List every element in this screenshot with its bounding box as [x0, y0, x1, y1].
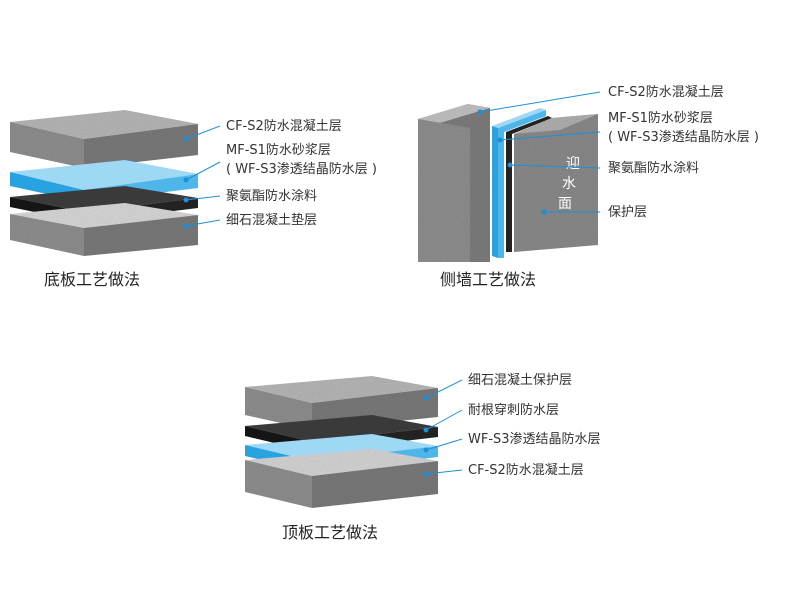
wall-blue-top — [492, 108, 546, 128]
floor-cushion-slab — [10, 203, 198, 256]
wall-protective-layer — [514, 114, 598, 252]
wall-vertical-char-2: 水 — [562, 176, 576, 192]
floor-concrete-slab — [10, 110, 198, 168]
roof-label-protective: 细石混凝土保护层 — [468, 372, 572, 388]
floor-label-crystal: ( WF-S3渗透结晶防水层 ) — [226, 161, 377, 177]
wall-vertical-char-1: 迎 — [566, 156, 580, 172]
wall-blue-layer — [492, 126, 498, 258]
roof-concrete-slab — [245, 449, 438, 508]
wall-coating-layer — [506, 116, 552, 252]
floor-diagram: CF-S2防水混凝土层 MF-S1防水砂浆层 ( WF-S3渗透结晶防水层 ) … — [10, 110, 377, 289]
wall-label-crystal: ( WF-S3渗透结晶防水层 ) — [608, 129, 759, 145]
floor-label-concrete: CF-S2防水混凝土层 — [226, 118, 342, 134]
wall-blue-face — [498, 110, 546, 258]
wall-concrete — [418, 104, 490, 262]
roof-leaders — [423, 379, 463, 477]
wall-leaders — [477, 91, 601, 215]
roof-label-crystal: WF-S3渗透结晶防水层 — [468, 431, 601, 447]
wall-label-coating: 聚氨酯防水涂料 — [608, 160, 699, 176]
floor-label-mortar: MF-S1防水砂浆层 — [226, 142, 331, 158]
roof-diagram: 细石混凝土保护层 耐根穿刺防水层 WF-S3渗透结晶防水层 CF-S2防水混凝土… — [245, 372, 601, 542]
floor-label-cushion: 细石混凝土垫层 — [226, 212, 317, 228]
floor-label-coating: 聚氨酯防水涂料 — [226, 188, 317, 204]
floor-leaders — [183, 125, 221, 229]
wall-vertical-char-3: 面 — [558, 196, 572, 212]
floor-caption: 底板工艺做法 — [44, 270, 140, 289]
wall-diagram: 迎 水 面 CF-S2防水混凝土层 MF-S1防水砂浆层 ( WF-S3渗透结晶… — [418, 84, 759, 289]
roof-caption: 顶板工艺做法 — [282, 523, 378, 542]
wall-label-mortar: MF-S1防水砂浆层 — [608, 110, 713, 126]
wall-label-protective: 保护层 — [608, 205, 647, 220]
roof-label-root-barrier: 耐根穿刺防水层 — [468, 402, 559, 418]
roof-label-concrete: CF-S2防水混凝土层 — [468, 462, 584, 478]
wall-caption: 侧墙工艺做法 — [440, 270, 536, 289]
wall-label-concrete: CF-S2防水混凝土层 — [608, 84, 724, 100]
